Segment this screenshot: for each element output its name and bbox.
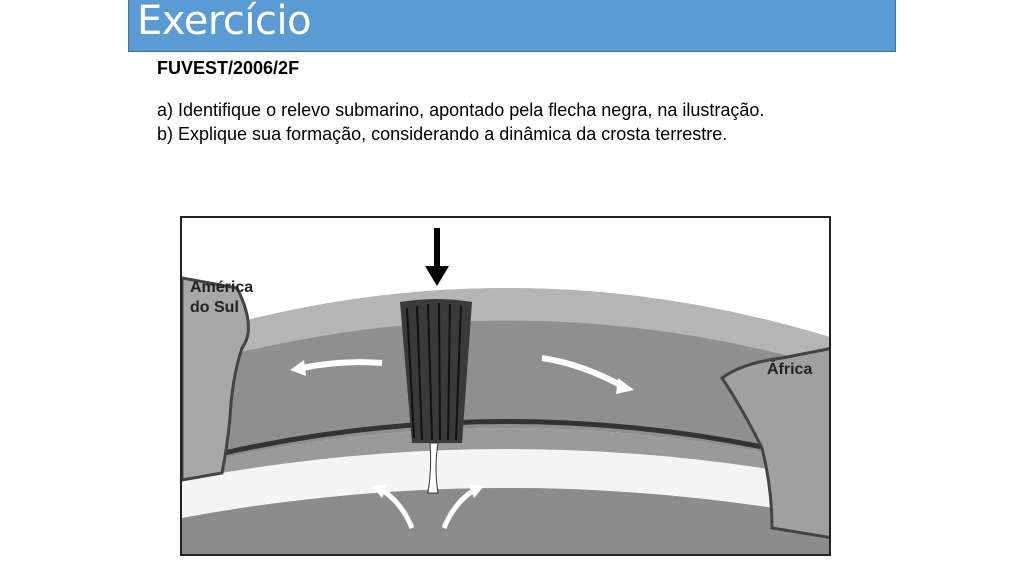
title-bar: Exercício: [128, 0, 896, 52]
question-block: FUVEST/2006/2F a) Identifique o relevo s…: [157, 56, 862, 146]
slide-title: Exercício: [137, 0, 312, 44]
exam-source: FUVEST/2006/2F: [157, 58, 300, 78]
question-part-b: b) Explique sua formação, considerando a…: [157, 124, 728, 144]
label-south-america-line2: do Sul: [190, 299, 239, 316]
label-south-america-line1: América: [190, 279, 254, 296]
mid-ocean-ridge-illustration: América do Sul África: [180, 216, 831, 556]
label-africa: África: [767, 361, 813, 378]
label-south-america: América do Sul: [190, 278, 253, 318]
ridge-diagram: [182, 228, 829, 554]
question-part-a: a) Identifique o relevo submarino, apont…: [157, 100, 765, 120]
